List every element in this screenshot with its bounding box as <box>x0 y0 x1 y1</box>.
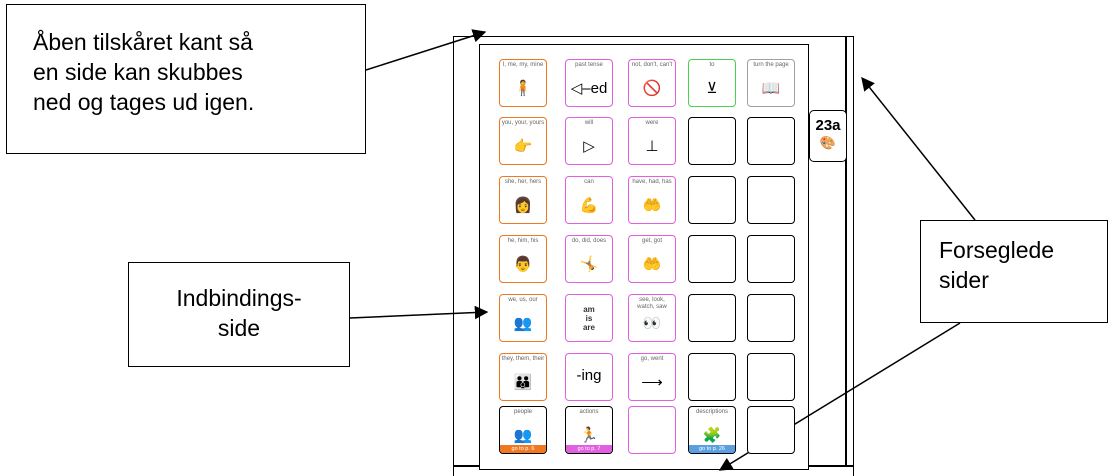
symbol-cell[interactable]: to ⊻ <box>688 59 736 107</box>
symbol-cell[interactable] <box>747 117 795 165</box>
symbol-picture-icon: 👨 <box>513 256 533 273</box>
symbol-picture-icon: 👀 <box>642 315 662 332</box>
symbol-cell[interactable]: past tense ◁–ed <box>565 59 613 107</box>
symbol-cell[interactable]: do, did, does 🤸 <box>565 235 613 283</box>
symbol-cell[interactable]: he, him, his 👨 <box>499 235 547 283</box>
symbol-label: actions <box>579 409 599 415</box>
goto-page-label: go to p. 6 <box>500 445 546 453</box>
symbol-label: have, had, has <box>632 179 672 185</box>
symbol-picture-icon: 👉 <box>513 138 533 155</box>
symbol-label: can <box>584 179 594 185</box>
symbol-word: -ing <box>576 367 602 384</box>
symbol-cell[interactable]: actions 🏃go to p. 7 <box>565 406 613 454</box>
symbol-label: will <box>584 120 594 126</box>
symbol-picture-icon: 🤲 <box>642 197 662 214</box>
binding-page-outline <box>453 36 854 476</box>
symbol-label: he, him, his <box>507 238 539 244</box>
symbol-cell[interactable]: she, her, hers 👩 <box>499 176 547 224</box>
page-tab-label: 23a <box>815 117 841 134</box>
symbol-picture-icon: ▷ <box>583 138 595 155</box>
symbol-picture-icon: ⊻ <box>706 80 718 97</box>
symbol-cell[interactable]: people 👥go to p. 6 <box>499 406 547 454</box>
symbol-cell[interactable] <box>688 235 736 283</box>
symbol-cell[interactable]: you, your, yours 👉 <box>499 117 547 165</box>
symbol-picture-icon: 💪 <box>579 197 599 214</box>
symbol-cell[interactable] <box>628 406 676 454</box>
arrow-binding-page <box>349 305 489 320</box>
symbol-label: to <box>709 62 715 68</box>
symbol-picture-icon: ⊥ <box>645 138 659 155</box>
symbol-cell[interactable] <box>747 235 795 283</box>
symbol-cell[interactable] <box>747 406 795 454</box>
symbol-picture-icon: 📖 <box>761 80 781 97</box>
symbol-cell[interactable]: can 💪 <box>565 176 613 224</box>
symbol-cell[interactable]: we, us, our 👥 <box>499 294 547 342</box>
symbol-picture-icon: ⟶ <box>641 374 663 391</box>
symbol-cell[interactable]: have, had, has 🤲 <box>628 176 676 224</box>
arrow-sealed-top <box>861 76 976 221</box>
symbol-label: turn the page <box>753 62 789 68</box>
symbol-cell[interactable]: descriptions 🧩go to p. 26 <box>688 406 736 454</box>
symbol-picture-icon: 🏃 <box>579 427 599 444</box>
symbol-label: see, look, watch, saw <box>637 297 667 310</box>
callout-open-edge: Åben tilskåret kant så en side kan skubb… <box>6 4 366 154</box>
symbol-picture-icon: 🧍 <box>513 80 533 97</box>
symbol-word-stack: am is are <box>582 305 595 332</box>
symbol-cell[interactable]: am is are <box>565 294 613 342</box>
symbol-label: do, did, does <box>571 238 607 244</box>
paint-icon: 🎨 <box>819 135 837 150</box>
symbol-picture-icon: 🚫 <box>642 80 662 97</box>
symbol-picture-icon: 👩 <box>513 197 533 214</box>
symbol-label: past tense <box>575 62 603 68</box>
symbol-label: descriptions <box>695 409 728 415</box>
symbol-picture-icon: 👥 <box>513 427 533 444</box>
symbol-cell[interactable]: will ▷ <box>565 117 613 165</box>
symbol-cell[interactable]: go, went ⟶ <box>628 353 676 401</box>
symbol-label: we, us, our <box>508 297 538 303</box>
symbol-picture-icon: 👪 <box>513 374 533 391</box>
symbol-label: get, got <box>641 238 662 244</box>
page-tab-23a: 23a 🎨 <box>809 110 847 162</box>
symbol-cell[interactable] <box>688 117 736 165</box>
symbol-cell[interactable] <box>688 176 736 224</box>
symbol-cell[interactable] <box>747 176 795 224</box>
symbol-picture-icon: 🤲 <box>642 256 662 273</box>
symbol-label: go, went <box>640 356 664 362</box>
symbol-label: were <box>645 120 659 126</box>
symbol-cell[interactable] <box>747 353 795 401</box>
sealed-pages-edge <box>845 36 847 466</box>
symbol-cell[interactable]: I, me, my, mine 🧍 <box>499 59 547 107</box>
symbol-picture-icon: 👥 <box>513 315 533 332</box>
symbol-label: you, your, yours <box>501 120 545 126</box>
goto-page-label: go to p. 26 <box>689 445 735 453</box>
symbol-cell[interactable]: they, them, their 👪 <box>499 353 547 401</box>
symbol-label: not, don't, can't <box>631 62 673 68</box>
symbol-picture-icon: ◁–ed <box>570 80 608 97</box>
symbol-cell[interactable] <box>688 294 736 342</box>
symbol-label: she, her, hers <box>504 179 542 185</box>
symbol-cell[interactable]: see, look, watch, saw 👀 <box>628 294 676 342</box>
symbol-cell[interactable]: were ⊥ <box>628 117 676 165</box>
symbol-cell[interactable] <box>747 294 795 342</box>
arrow-open-edge <box>365 29 487 71</box>
symbol-cell[interactable]: -ing <box>565 353 613 401</box>
symbol-cell[interactable]: get, got 🤲 <box>628 235 676 283</box>
symbol-cell[interactable]: turn the page 📖 <box>747 59 795 107</box>
callout-binding-page: Indbindings- side <box>128 262 350 367</box>
symbol-cell[interactable] <box>688 353 736 401</box>
symbol-label: people <box>513 409 533 415</box>
symbol-picture-icon: 🤸 <box>579 256 599 273</box>
goto-page-label: go to p. 7 <box>566 445 612 453</box>
symbol-label: I, me, my, mine <box>502 62 544 68</box>
callout-sealed-pages: Forseglede sider <box>920 220 1108 323</box>
symbol-picture-icon: 🧩 <box>702 427 722 444</box>
symbol-label: they, them, their <box>501 356 545 362</box>
symbol-cell[interactable]: not, don't, can't 🚫 <box>628 59 676 107</box>
